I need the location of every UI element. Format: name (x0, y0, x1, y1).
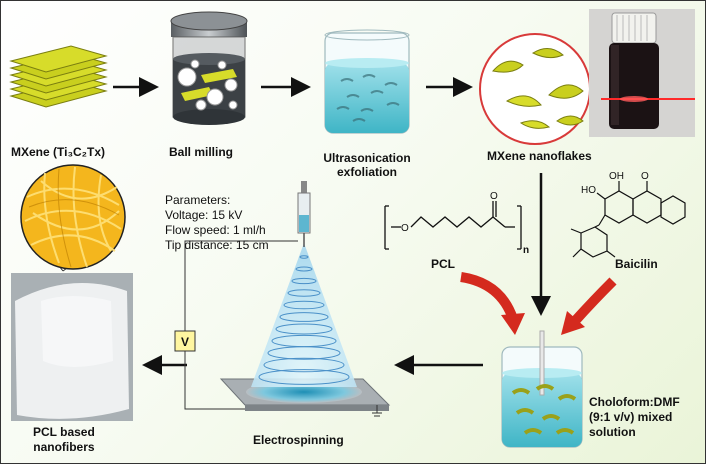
pcl-subscript: n (523, 245, 529, 256)
electrospinning-setup (184, 181, 391, 417)
ultrasonication-beaker-icon (324, 29, 410, 134)
red-arrow-right (571, 277, 617, 325)
label-nanoflakes: MXene nanoflakes (487, 149, 592, 163)
pcl-carbonyl-oxygen: O (490, 191, 498, 202)
voltmeter-label: V (181, 335, 189, 349)
label-ball-milling: Ball milling (169, 145, 234, 159)
label-ultrasonication-line2: exfoliation (336, 165, 397, 179)
label-mixed-solution: Choloform:DMF (9:1 v/v) mixed solution (589, 395, 680, 440)
nanofiber-mat-photo (11, 222, 133, 421)
label-electrospinning: Electrospinning (253, 433, 344, 447)
mxene-dispersion-vial-photo (589, 9, 695, 137)
label-fibers-line2: nanofibers (33, 440, 95, 454)
red-arrow-right-head (561, 311, 585, 335)
red-arrow-left (460, 272, 518, 321)
parameter-flow-speed: Flow speed: 1 ml/h (165, 223, 266, 237)
label-pcl: PCL (431, 257, 455, 271)
label-solution-line2: (9:1 v/v) mixed (589, 410, 673, 424)
pcl-oxygen: O (401, 223, 409, 234)
label-solution-line3: solution (589, 425, 636, 439)
label-fibers-line1: PCL based (33, 425, 95, 439)
label-solution-line1: Choloform:DMF (589, 395, 680, 409)
voltmeter (174, 330, 196, 352)
label-pcl-nanofibers: PCL based nanofibers (33, 425, 95, 455)
nanofiber-zoom-circle (20, 164, 126, 270)
baicilin-oh-1: OH (609, 171, 624, 182)
baicilin-o-top: O (641, 171, 649, 182)
mxene-stack-icon (9, 45, 108, 108)
label-mxene: MXene (Ti₃C₂Tx) (11, 145, 106, 159)
red-arrow-left-head (501, 313, 525, 335)
baicilin-structure (570, 181, 686, 258)
parameters-block: Parameters: Voltage: 15 kV Flow speed: 1… (165, 193, 269, 253)
baicilin-oh-2: HO (581, 185, 596, 196)
label-baicilin: Baicilin (615, 257, 658, 271)
parameters-title: Parameters: (165, 193, 231, 207)
label-ultrasonication: Ultrasonication exfoliation (319, 151, 415, 179)
pcl-structure (384, 201, 522, 250)
parameter-tip-distance: Tip distance: 15 cm (165, 238, 269, 252)
label-ultrasonication-line1: Ultrasonication (323, 151, 411, 165)
ball-mill-jar-icon (170, 11, 248, 125)
mixed-solution-beaker-icon (501, 330, 583, 448)
parameter-voltage: Voltage: 15 kV (165, 208, 243, 222)
